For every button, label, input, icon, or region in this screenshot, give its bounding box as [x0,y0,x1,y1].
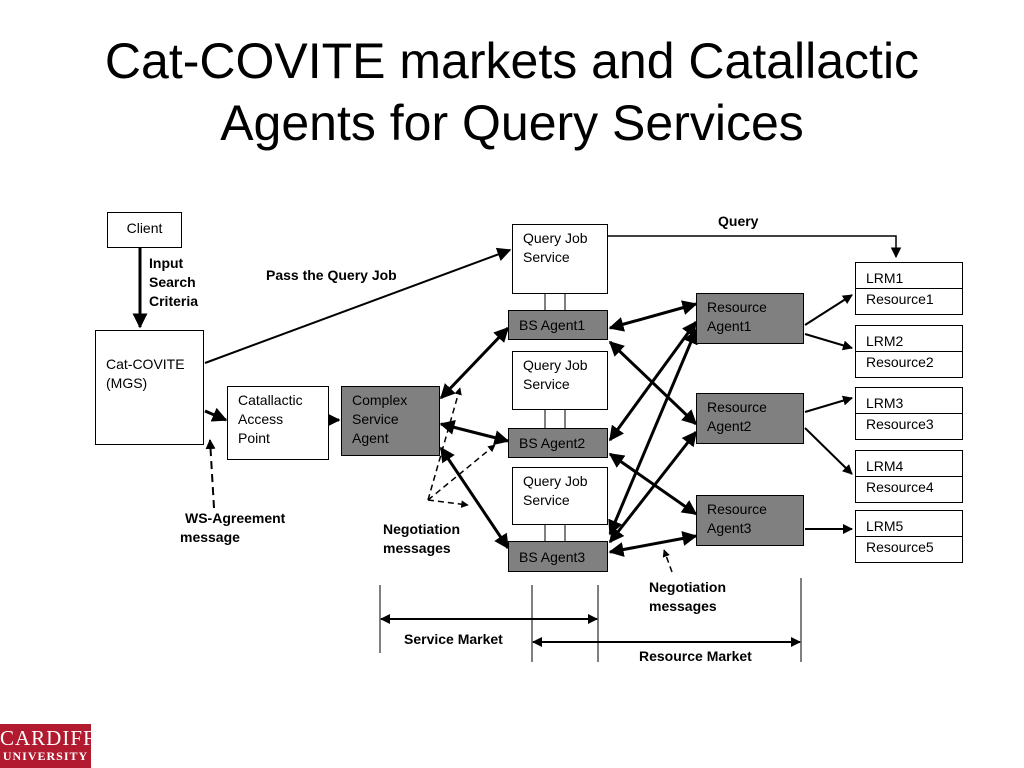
ws-agreement-label: WS-Agreement message [180,510,286,545]
resource-market-label: Resource Market [639,648,752,664]
slide-title: Cat-COVITE markets and Catallactic Agent… [0,30,1024,154]
bs-agent-2: BS Agent2 [508,428,608,458]
arrow-pass-query-job [204,247,512,364]
bs-agent-3: BS Agent3 [508,541,608,572]
lrm-box-2: LRM2 Resource2 [855,325,963,378]
catcovite-box: Cat-COVITE (MGS) [95,330,204,445]
arrow-query [608,235,902,259]
negotiation-messages-left-label: Negotiation messages [383,521,460,556]
query-job-service-3: Query Job Service [512,467,608,525]
input-search-criteria-label: Input Search Criteria [149,255,199,309]
arrow-csa-bs3 [439,446,510,550]
arrow-csa-bs2 [439,420,510,445]
negotiation-messages-right-label: Negotiation messages [649,579,726,614]
arrow-bs3-ra3 [608,531,698,557]
catallactic-access-point-box: Catallactic Access Point [227,386,329,460]
cardiff-university-logo: CARDIFF UNIVERSITY [0,724,95,768]
resource-agent-2: Resource Agent2 [696,393,804,444]
lrm-box-4: LRM4 Resource4 [855,450,963,503]
lrm-box-3: LRM3 Resource3 [855,387,963,440]
arrow-catcovite-to-cap [204,407,228,422]
resource-agent-3: Resource Agent3 [696,495,804,546]
query-job-service-2: Query Job Service [512,351,608,410]
arrow-bs2-ra1 [608,320,698,442]
bs-agent-1: BS Agent1 [508,310,608,340]
client-box: Client [107,212,182,248]
query-label: Query [718,213,759,229]
title-line-2: Agents for Query Services [220,95,804,151]
client-label: Client [126,220,163,236]
pass-query-job-label: Pass the Query Job [266,267,397,283]
arrow-bs3-ra2 [608,430,698,544]
title-line-1: Cat-COVITE markets and Catallactic [104,33,920,89]
query-job-service-1: Query Job Service [512,224,608,294]
arrow-bs1-ra1 [608,300,698,332]
dashed-ws-agreement [205,439,216,509]
lrm-box-1: LRM1 Resource1 [855,262,963,315]
complex-service-agent-box: Complex Service Agent [341,386,440,456]
lrm-box-5: LRM5 Resource5 [855,510,963,563]
service-market-label: Service Market [404,631,503,647]
resource-agent-1: Resource Agent1 [696,293,804,344]
arrow-csa-bs1 [439,326,510,400]
